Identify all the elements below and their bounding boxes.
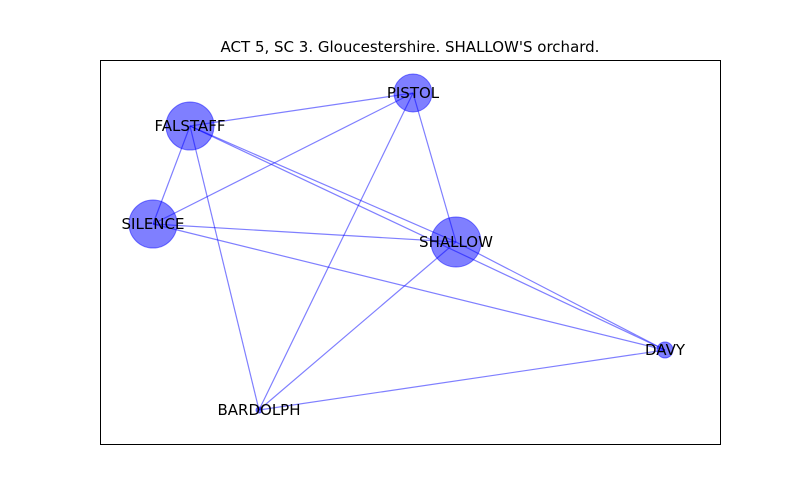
node-label-falstaff: FALSTAFF: [155, 117, 226, 135]
node-label-bardolph: BARDOLPH: [217, 401, 300, 419]
node-label-pistol: PISTOL: [387, 84, 440, 102]
nodes-group: [128, 73, 674, 414]
edge-falstaff-shallow: [189, 125, 457, 243]
node-shallow[interactable]: [430, 216, 482, 268]
edges-group: [152, 92, 666, 411]
edge-pistol-bardolph: [258, 92, 414, 411]
graph-title: ACT 5, SC 3. Gloucestershire. SHALLOW'S …: [221, 38, 600, 56]
edge-falstaff-davy: [189, 125, 666, 351]
node-davy[interactable]: [656, 341, 674, 359]
edge-bardolph-davy: [258, 349, 666, 411]
edge-falstaff-bardolph: [189, 125, 260, 411]
edge-pistol-silence: [152, 92, 414, 225]
node-label-shallow: SHALLOW: [419, 233, 493, 251]
node-pistol[interactable]: [393, 73, 433, 113]
edge-shallow-bardolph: [258, 241, 457, 411]
edge-pistol-shallow: [412, 92, 457, 243]
node-falstaff[interactable]: [165, 101, 215, 151]
edge-silence-davy: [152, 223, 666, 351]
edge-silence-shallow: [152, 223, 457, 243]
node-bardolph[interactable]: [255, 406, 263, 414]
node-silence[interactable]: [128, 199, 178, 249]
node-label-silence: SILENCE: [122, 215, 185, 233]
edge-shallow-davy: [455, 241, 666, 351]
node-label-davy: DAVY: [645, 341, 686, 359]
plot-frame: [100, 60, 721, 445]
labels-group: PISTOL FALSTAFF SILENCE SHALLOW DAVY BARDOLPH: [122, 84, 686, 419]
edge-falstaff-pistol: [189, 92, 414, 127]
